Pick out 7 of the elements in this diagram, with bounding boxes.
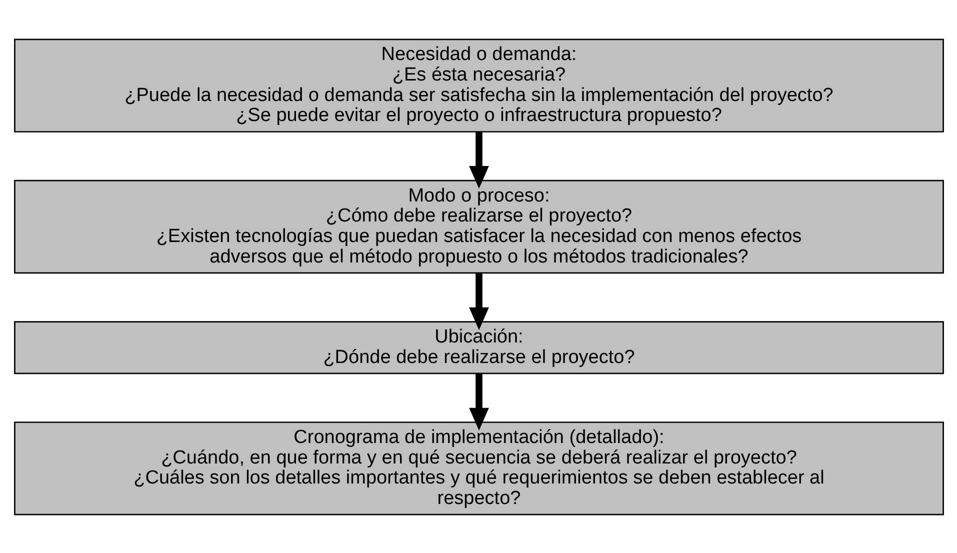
node-box: Modo o proceso: ¿Cómo debe realizarse el proyecto? ¿Existen tecnologías que puedan satisfacer la necesidad con menos efectos adversos que el método propuesto o los métodos tradicionales? — [14, 179, 944, 274]
arrow — [468, 372, 488, 430]
node-box: Necesidad o demanda: ¿Es ésta necesaria? ¿Puede la necesidad o demanda ser satisfecha sin la implementación del proyecto? ¿Se puede evitar el proyecto o infraestructura propuesto? — [14, 38, 944, 132]
arrow — [468, 131, 488, 188]
arrow — [468, 272, 488, 330]
node-box: Ubicación: ¿Dónde debe realizarse el proyecto? — [14, 320, 944, 374]
node-box: Cronograma de implementación (detallado): ¿Cuándo, en que forma y en qué secuencia se deberá realizar el proyecto? ¿Cuáles son los detalles importantes y qué requerimientos se deben establecer al respecto? — [14, 421, 944, 515]
